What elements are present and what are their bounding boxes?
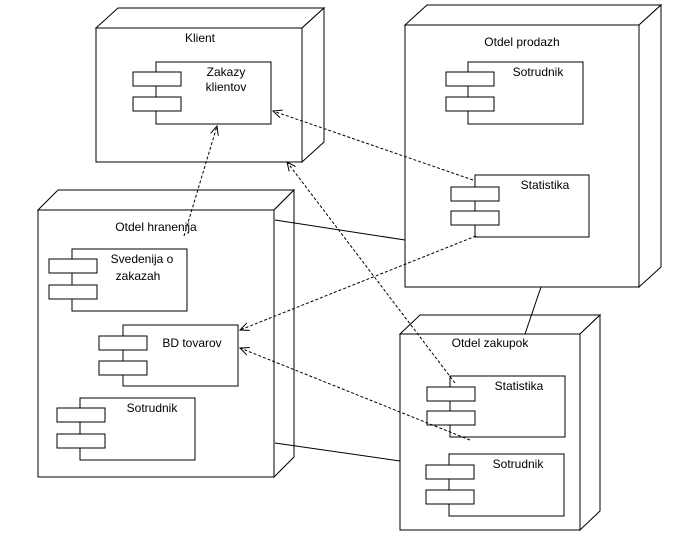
component-zakupok-statistika: Statistika (426, 375, 566, 438)
node-otdel-zakupok: Otdel zakupok Statistika Sotrudnik (398, 313, 602, 532)
dependency-prodazh-statistika-to-zakazy (273, 111, 474, 181)
component-zakupok-statistika-label: Statistika (495, 379, 544, 393)
dependency-zakupok-statistika-to-bd-tovarov (240, 348, 471, 441)
node-otdel-prodazh-title: Otdel prodazh (484, 35, 559, 49)
node-klient: Klient Zakazy klientov (94, 6, 326, 164)
node-otdel-zakupok-title: Otdel zakupok (452, 336, 530, 350)
component-zakazy-klientov-label-line1: Zakazy (207, 65, 246, 79)
node-otdel-hranenija-title: Otdel hranenija (115, 220, 197, 234)
dependency-prodazh-statistika-to-bd-tovarov (240, 235, 477, 330)
dependency-zakupok-statistika-to-zakazy (287, 162, 456, 384)
component-prodazh-sotrudnik: Sotrudnik (445, 61, 584, 125)
component-svedenija-label-line1: Svedenija o (111, 252, 174, 266)
component-svedenija-o-zakazah: Svedenija o zakazah (48, 248, 188, 312)
component-hranenija-sotrudnik: Sotrudnik (56, 397, 196, 461)
association-hranenija-prodazh (274, 219, 406, 241)
component-prodazh-sotrudnik-label: Sotrudnik (513, 65, 565, 79)
component-bd-tovarov: BD tovarov (98, 324, 239, 387)
component-zakupok-sotrudnik: Sotrudnik (425, 453, 565, 517)
node-otdel-prodazh: Otdel prodazh Sotrudnik Statistika (403, 3, 663, 289)
component-svedenija-label-line2: zakazah (116, 269, 161, 283)
component-zakazy-klientov-label-line2: klientov (206, 80, 247, 94)
dependency-svedenija-to-zakazy (183, 126, 217, 237)
node-klient-title: Klient (185, 31, 216, 45)
association-prodazh-zakupok (524, 286, 542, 335)
component-zakupok-sotrudnik-label: Sotrudnik (493, 457, 545, 471)
component-zakazy-klientov: Zakazy klientov (132, 61, 272, 125)
component-prodazh-statistika: Statistika (450, 174, 590, 238)
association-hranenija-zakupok (274, 442, 401, 462)
node-otdel-hranenija: Otdel hranenija Svedenija o zakazah BD t… (36, 188, 296, 479)
component-prodazh-statistika-label: Statistika (521, 178, 570, 192)
component-bd-tovarov-label: BD tovarov (162, 336, 221, 350)
component-hranenija-sotrudnik-label: Sotrudnik (127, 401, 179, 415)
